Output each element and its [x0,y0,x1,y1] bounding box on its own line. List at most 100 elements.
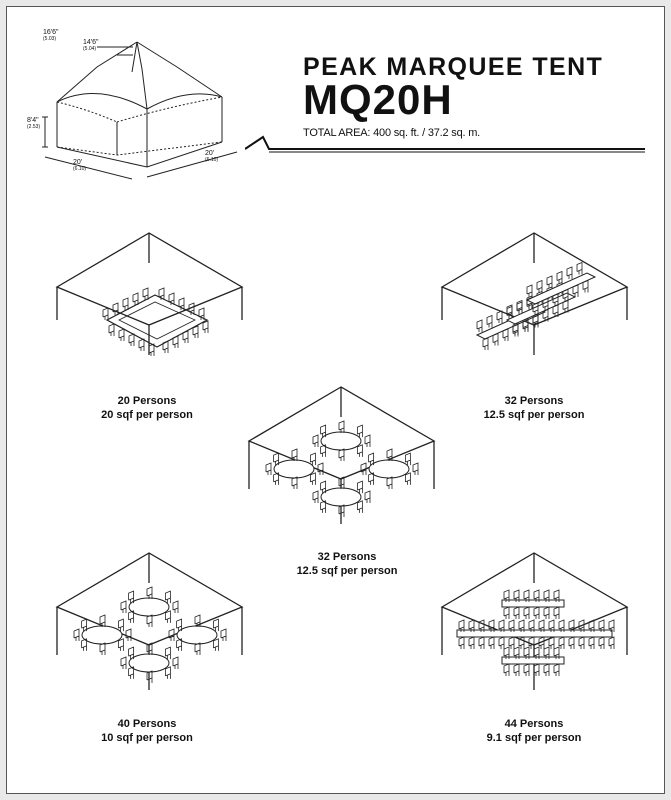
chair [273,452,280,466]
chair [553,589,560,602]
chair [506,304,513,317]
chair [533,589,540,602]
chair [404,472,411,485]
chair [546,275,553,288]
chair [513,606,520,619]
chair [576,261,583,275]
chair [73,628,80,641]
model-number: MQ20H [303,76,453,123]
chair [364,490,371,503]
chair [320,480,327,494]
chair [543,589,550,602]
round-table [273,459,315,479]
chair [513,646,520,659]
chair [482,337,489,350]
chair [146,614,153,627]
chair [360,462,367,475]
chair [132,292,139,305]
persons-count: 32 Persons [504,395,564,407]
chair [543,663,550,676]
chair [112,302,119,315]
hollow-square-inner [118,301,196,340]
chair [536,279,543,293]
chair [117,638,124,651]
dim-side-height: 8'4"(2.53) [27,117,41,130]
chair [312,490,319,503]
layout-caption: 20 Persons 20 sqf per person [77,394,217,422]
persons-count: 20 Persons [117,395,177,407]
round-table [368,459,410,479]
dim-peak-height: 16'6"(5.03) [43,29,59,42]
chair [164,646,171,660]
chair [312,434,319,447]
chair [552,293,559,306]
persons-count: 44 Persons [504,718,564,730]
chair [120,656,127,669]
chair [172,335,179,348]
chair [553,606,560,619]
sqf-per-person: 10 sqf per person [101,732,193,744]
chair [558,636,565,649]
chair [128,590,135,604]
chair [543,606,550,619]
chair [194,614,201,627]
layout-caption: 40 Persons 10 sqf per person [77,717,217,745]
chair [117,618,124,632]
chair [568,619,575,632]
chair [608,619,615,632]
chair [265,462,272,475]
chair [220,628,227,641]
chair [542,297,549,311]
chair [273,472,280,485]
dim-width: 20'(6.10) [73,159,87,172]
chair [176,618,183,632]
layout-diagram-44-persons [432,545,637,700]
chair [598,636,605,649]
chair [498,619,505,632]
chair [128,610,135,623]
chair [118,328,125,341]
chair [533,646,540,659]
chair [526,284,533,297]
chair [582,279,589,293]
chair [548,619,555,632]
chair [458,619,465,632]
chair [176,638,183,651]
tent-frame [247,386,436,524]
chair [538,619,545,632]
chair [320,500,327,513]
chair [553,663,560,676]
chair [572,284,579,297]
chair [164,610,171,623]
chair [128,333,135,346]
chair [578,619,585,632]
chair [162,340,169,353]
chair [468,636,475,649]
chair [356,424,363,438]
round-table [176,625,218,645]
chair [194,642,201,655]
chair [99,642,106,655]
chair [81,638,88,651]
chair [128,646,135,660]
chair [476,319,483,332]
chair [338,420,345,433]
chair [178,297,185,310]
chair [486,314,493,328]
chair [146,586,153,599]
chair [128,666,135,679]
chair [291,448,298,461]
chair [198,307,205,320]
chair [317,462,324,475]
banquet-table [501,656,565,665]
chair [356,480,363,494]
chair [533,663,540,676]
chair [164,666,171,679]
chair [523,589,530,602]
chair [478,619,485,632]
chair [543,646,550,659]
chair [503,606,510,619]
chair [502,328,509,341]
chair [81,618,88,632]
sqf-per-person: 12.5 sqf per person [296,565,398,577]
